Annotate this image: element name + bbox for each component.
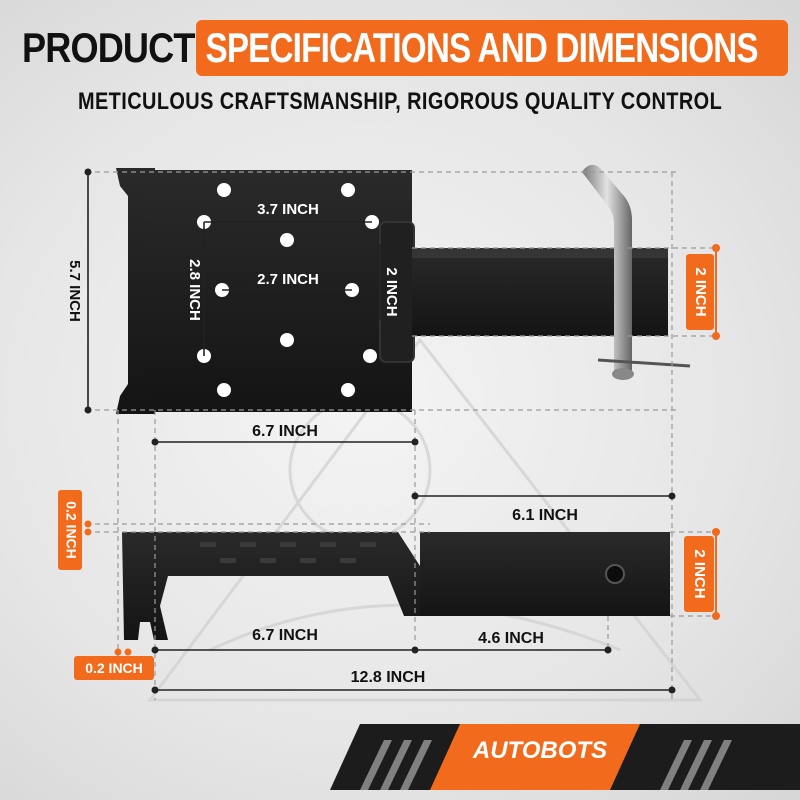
label-plate-height: 5.7 INCH	[66, 260, 83, 322]
side-profile	[122, 532, 420, 640]
label-hole-span-wide: 3.7 INCH	[257, 201, 319, 218]
label-hole-span-vertical: 2.8 INCH	[186, 259, 203, 321]
title-product: PRODUCT	[22, 24, 195, 71]
label-plate-thickness-left: 0.2 INCH	[63, 501, 79, 559]
title-specs: SPECIFICATIONS AND DIMENSIONS	[205, 24, 758, 71]
header: PRODUCT SPECIFICATIONS AND DIMENSIONS	[0, 20, 800, 80]
subtitle: METICULOUS CRAFTSMANSHIP, RIGOROUS QUALI…	[77, 88, 723, 115]
dimension-lines	[87, 172, 672, 691]
mounting-plate	[150, 170, 412, 412]
dimension-end-dots	[84, 168, 676, 694]
label-plate-length-side: 6.7 INCH	[252, 627, 318, 644]
label-bottom-thickness: 0.2 INCH	[85, 660, 143, 676]
label-collar-height: 2 INCH	[383, 267, 400, 316]
title-banner: SPECIFICATIONS AND DIMENSIONS	[196, 20, 788, 76]
label-receiver-height-top: 2 INCH	[692, 267, 709, 316]
plate-holes	[197, 183, 379, 397]
label-receiver-height-side: 2 INCH	[691, 549, 708, 598]
dimension-dots	[84, 244, 720, 656]
label-total-length: 12.8 INCH	[351, 669, 426, 686]
label-hole-span-mid: 2.7 INCH	[257, 271, 319, 288]
side-view	[122, 532, 670, 640]
badge-plate-thickness	[58, 490, 82, 570]
label-tube-length: 6.1 INCH	[512, 507, 578, 524]
guide-lines	[86, 171, 720, 700]
label-plate-length-top: 6.7 INCH	[252, 423, 318, 440]
label-tube-extension: 4.6 INCH	[478, 630, 544, 647]
badge-receiver-top	[686, 254, 714, 330]
hitch-pin	[582, 164, 632, 372]
badge-receiver-side	[684, 536, 714, 612]
top-view	[116, 164, 691, 414]
side-receiver	[420, 532, 670, 616]
badge-bottom-thickness	[74, 656, 154, 680]
plate-flange	[116, 168, 155, 414]
brand-stripe	[330, 724, 800, 790]
brand-logo: AUTOBOTS	[472, 737, 607, 764]
